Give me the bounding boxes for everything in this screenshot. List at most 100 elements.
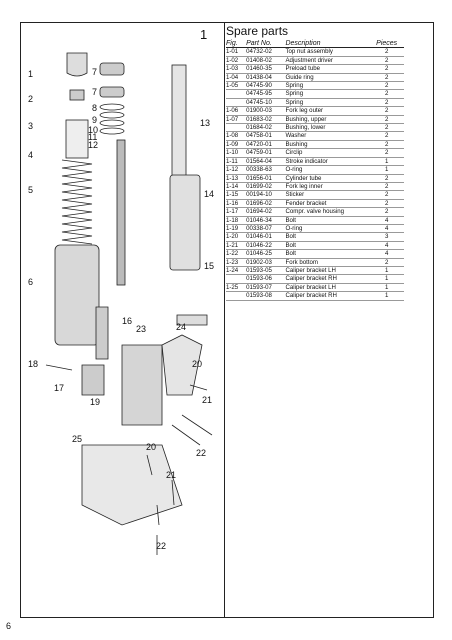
circlip-10-drawing (99, 119, 125, 127)
col-header-fig: Fig. (226, 40, 247, 49)
cell-part-no: 01593-06 (246, 274, 286, 284)
cell-pieces: 2 (371, 115, 404, 125)
cell-pieces: 1 (371, 274, 404, 284)
cell-part-no: 04745-10 (246, 98, 286, 108)
cell-pieces: 2 (371, 140, 404, 150)
cell-fig (226, 123, 247, 133)
cell-fig: 1-22 (226, 249, 247, 259)
page-number: 6 (6, 621, 12, 631)
callout-10: 10 (88, 125, 98, 135)
callout-3: 3 (28, 121, 33, 131)
cell-fig: 1-10 (226, 148, 247, 158)
cell-description: Sticker (285, 190, 372, 200)
callout-14: 14 (204, 189, 214, 199)
callout-6: 6 (28, 277, 33, 287)
cell-fig: 1-11 (226, 157, 247, 167)
cell-pieces: 1 (371, 165, 404, 175)
cell-part-no: 01694-02 (246, 207, 286, 217)
bolt-18-drawing (45, 364, 73, 371)
cell-description: O-ring (285, 224, 372, 234)
callout-16: 16 (122, 316, 132, 326)
callout-7a: 7 (92, 67, 97, 77)
callout-25: 25 (72, 434, 82, 444)
figure-number: 1 (200, 27, 208, 42)
cell-pieces: 2 (371, 56, 404, 66)
callout-5: 5 (28, 185, 33, 195)
cell-pieces: 2 (371, 207, 404, 217)
cell-part-no: 01046-34 (246, 216, 286, 225)
callout-20a: 20 (192, 359, 202, 369)
cell-part-no: 00338-63 (246, 165, 286, 175)
cell-part-no: 00194-10 (246, 190, 286, 200)
cell-pieces: 1 (371, 266, 404, 276)
cell-pieces: 2 (371, 47, 404, 57)
cell-description: O-ring (285, 165, 372, 175)
cell-fig (226, 98, 247, 108)
cell-part-no: 01408-02 (246, 56, 286, 66)
damper-rod-drawing (116, 139, 126, 286)
stroke-ring-11-drawing (99, 127, 125, 135)
cell-pieces: 2 (371, 131, 404, 141)
bolt-22a-drawing (171, 424, 201, 446)
cylinder-tube-drawing (169, 174, 201, 271)
cell-pieces: 2 (371, 199, 404, 209)
cell-description: Bushing, lower (285, 123, 372, 133)
cell-fig: 1-21 (226, 241, 247, 251)
cell-fig: 1-07 (226, 115, 247, 125)
cell-fig: 1-13 (226, 174, 247, 183)
callout-13: 13 (200, 118, 210, 128)
cell-part-no: 04720-01 (246, 140, 286, 150)
cell-fig: 1-06 (226, 106, 247, 116)
cell-fig: 1-18 (226, 216, 247, 225)
cell-description: Fork leg outer (285, 106, 372, 116)
cell-description: Bolt (285, 249, 372, 259)
cell-fig: 1-01 (226, 47, 247, 57)
callout-2: 2 (28, 94, 33, 104)
cell-description: Bolt (285, 216, 372, 225)
cell-pieces: 2 (371, 98, 404, 108)
washer-8-drawing (99, 103, 125, 111)
cell-fig: 1-05 (226, 81, 247, 91)
fork-leg-outer-drawing (54, 244, 100, 346)
cell-fig (226, 274, 247, 284)
cell-fig: 1-23 (226, 258, 247, 267)
cell-description: Bolt (285, 232, 372, 242)
cell-part-no: 00338-07 (246, 224, 286, 234)
cell-fig: 1-25 (226, 283, 247, 293)
cell-description: Caliper bracket RH (285, 274, 372, 284)
cell-part-no: 01564-04 (246, 157, 286, 167)
cell-description: Cylinder tube (285, 174, 372, 183)
cell-fig: 1-20 (226, 232, 247, 242)
cell-pieces: 1 (371, 157, 404, 167)
cell-description: Spring (285, 89, 372, 99)
cell-part-no: 04732-02 (246, 47, 286, 57)
cell-description: Bushing, upper (285, 115, 372, 125)
cell-pieces: 2 (371, 174, 404, 183)
cell-description: Spring (285, 81, 372, 91)
cell-fig: 1-24 (226, 266, 247, 276)
cell-pieces: 2 (371, 123, 404, 133)
cell-description: Washer (285, 131, 372, 141)
cell-pieces: 1 (371, 291, 404, 301)
cell-pieces: 1 (371, 283, 404, 293)
cell-description: Spring (285, 98, 372, 108)
guide-ring-7a-drawing (99, 62, 125, 76)
cell-pieces: 2 (371, 190, 404, 200)
callout-15: 15 (204, 261, 214, 271)
cell-part-no: 01902-03 (246, 258, 286, 267)
